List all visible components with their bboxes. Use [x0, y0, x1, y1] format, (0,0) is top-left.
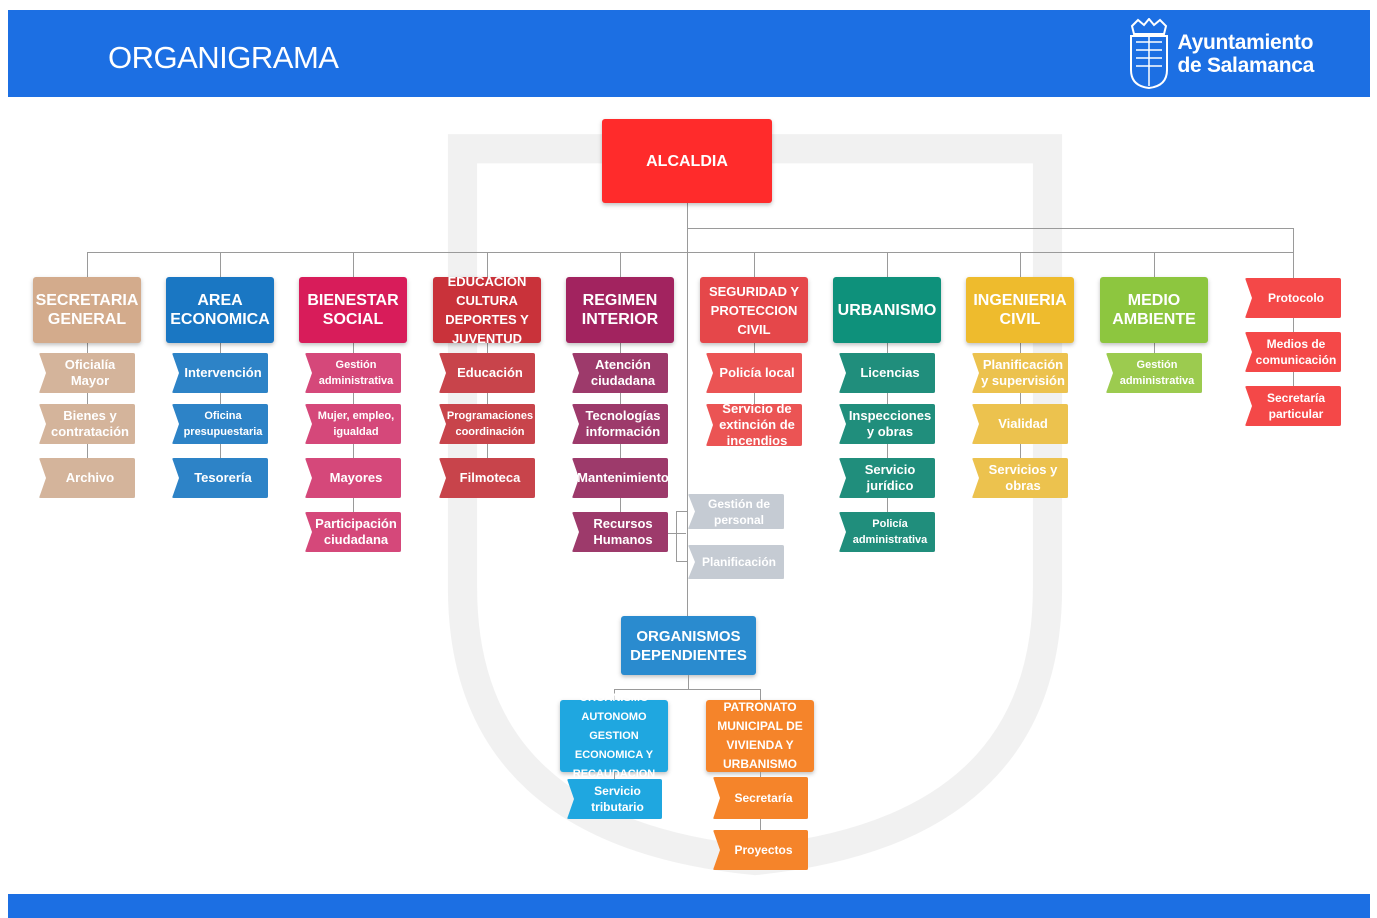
- alcaldia-box[interactable]: ALCALDIA: [602, 119, 772, 203]
- coat-of-arms-icon: [1129, 18, 1168, 90]
- connector-line: [1293, 228, 1294, 278]
- connector-line: [487, 252, 488, 278]
- connector-line: [754, 252, 755, 278]
- connector-line: [220, 252, 221, 278]
- connector-line: [614, 689, 760, 690]
- department-6[interactable]: URBANISMO: [833, 277, 941, 343]
- department-2-unit-1[interactable]: Mujer, empleo, igualdad: [305, 404, 401, 444]
- department-4[interactable]: REGIMEN INTERIOR: [566, 277, 674, 343]
- department-4-unit-1[interactable]: Tecnologías información: [572, 404, 668, 444]
- department-0-unit-0[interactable]: Oficialía Mayor: [39, 353, 135, 393]
- organismo-1[interactable]: PATRONATO MUNICIPAL DE VIVIENDA Y URBANI…: [706, 700, 814, 772]
- department-8[interactable]: MEDIO AMBIENTE: [1100, 277, 1208, 343]
- department-2[interactable]: BIENESTAR SOCIAL: [299, 277, 407, 343]
- department-5-unit-1[interactable]: Servicio de extinción de incendios: [706, 404, 802, 446]
- footer-bar: [8, 894, 1370, 918]
- page-title: ORGANIGRAMA: [108, 40, 339, 75]
- rrhh-subunit-1[interactable]: Planificación: [688, 545, 784, 579]
- department-7[interactable]: INGENIERIA CIVIL: [966, 277, 1074, 343]
- department-4-unit-2[interactable]: Mantenimiento: [572, 458, 668, 498]
- department-7-unit-0[interactable]: Planificación y supervisión: [972, 353, 1068, 393]
- department-6-unit-2[interactable]: Servicio jurídico: [839, 458, 935, 498]
- logo-text-line2: de Salamanca: [1177, 54, 1315, 77]
- organismos-box[interactable]: ORGANISMOS DEPENDIENTES: [621, 616, 756, 675]
- rrhh-subunit-0[interactable]: Gestión de personal: [688, 494, 784, 529]
- department-8-unit-0[interactable]: Gestión administrativa: [1106, 353, 1202, 393]
- connector-line: [87, 252, 88, 278]
- connector-line: [620, 252, 621, 278]
- department-5-unit-0[interactable]: Policía local: [706, 353, 802, 393]
- organismo-1-unit-1[interactable]: Proyectos: [713, 830, 808, 870]
- connector-line: [87, 252, 1294, 253]
- department-6-unit-1[interactable]: Inspecciones y obras: [839, 404, 935, 444]
- department-6-unit-3[interactable]: Policía administrativa: [839, 512, 935, 552]
- connector-line: [887, 252, 888, 278]
- connector-line: [676, 511, 688, 512]
- department-1[interactable]: AREA ECONOMICA: [166, 277, 274, 343]
- connector-line: [760, 689, 761, 701]
- direct-unit-0[interactable]: Protocolo: [1245, 278, 1341, 318]
- department-4-unit-0[interactable]: Atención ciudadana: [572, 353, 668, 393]
- department-1-unit-0[interactable]: Intervención: [172, 353, 268, 393]
- logo-text-line1: Ayuntamiento: [1177, 31, 1314, 54]
- connector-line: [676, 561, 688, 562]
- department-3-unit-0[interactable]: Educación: [439, 353, 535, 393]
- department-6-unit-0[interactable]: Licencias: [839, 353, 935, 393]
- department-7-unit-1[interactable]: Vialidad: [972, 404, 1068, 444]
- department-4-unit-3[interactable]: Recursos Humanos: [572, 512, 668, 552]
- connector-line: [668, 533, 686, 534]
- department-3-unit-1[interactable]: Programaciones coordinación: [439, 404, 535, 444]
- department-1-unit-1[interactable]: Oficina presupuestaria: [172, 404, 268, 444]
- department-2-unit-0[interactable]: Gestión administrativa: [305, 353, 401, 393]
- department-3[interactable]: EDUCACION CULTURA DEPORTES Y JUVENTUD: [433, 274, 541, 346]
- connector-line: [687, 253, 688, 616]
- connector-line: [688, 675, 689, 689]
- organismo-1-unit-0[interactable]: Secretaría: [713, 777, 808, 819]
- department-2-unit-3[interactable]: Participación ciudadana: [305, 512, 401, 552]
- connector-line: [1020, 252, 1021, 278]
- department-5[interactable]: SEGURIDAD Y PROTECCION CIVIL: [700, 277, 808, 343]
- organismo-0-unit-0[interactable]: Servicio tributario: [567, 779, 662, 819]
- connector-line: [687, 228, 1294, 229]
- department-2-unit-2[interactable]: Mayores: [305, 458, 401, 498]
- direct-unit-1[interactable]: Medios de comunicación: [1245, 332, 1341, 372]
- department-0-unit-2[interactable]: Archivo: [39, 458, 135, 498]
- direct-unit-2[interactable]: Secretaría particular: [1245, 386, 1341, 426]
- connector-line: [353, 252, 354, 278]
- connector-line: [614, 689, 615, 701]
- connector-line: [1293, 372, 1294, 386]
- department-3-unit-2[interactable]: Filmoteca: [439, 458, 535, 498]
- organismo-0[interactable]: ORGANISMO AUTONOMO GESTION ECONOMICA Y R…: [560, 692, 668, 780]
- department-0[interactable]: SECRETARIA GENERAL: [33, 277, 141, 343]
- department-7-unit-2[interactable]: Servicios y obras: [972, 458, 1068, 498]
- department-0-unit-1[interactable]: Bienes y contratación: [39, 404, 135, 444]
- connector-line: [676, 511, 677, 561]
- department-1-unit-2[interactable]: Tesorería: [172, 458, 268, 498]
- connector-line: [1293, 318, 1294, 332]
- connector-line: [1154, 252, 1155, 278]
